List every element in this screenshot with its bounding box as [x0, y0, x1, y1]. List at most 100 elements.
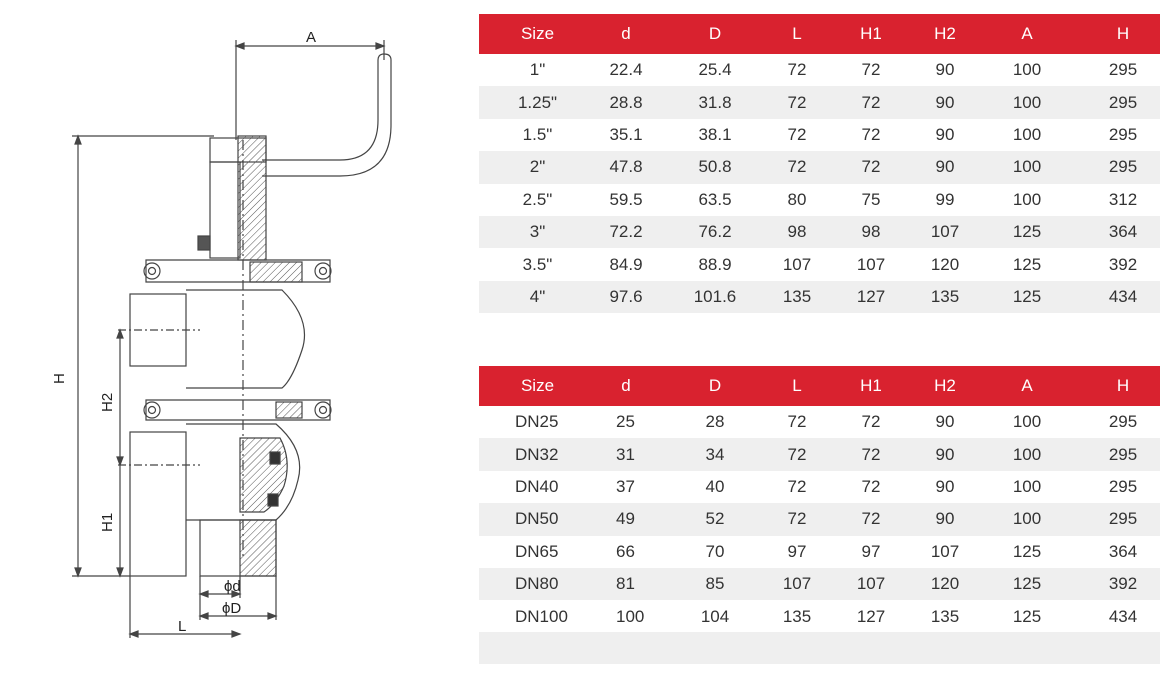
table-cell: 100 [968, 503, 1086, 536]
header-l: L [774, 14, 820, 54]
header-h2: H2 [922, 14, 968, 54]
table-cell: 434 [1086, 280, 1160, 314]
table-cell: 127 [820, 280, 922, 314]
table-cell: 90 [922, 438, 968, 471]
table-cell: 100 [596, 600, 656, 633]
table-cell: 107 [922, 535, 968, 568]
table-cell: 100 [968, 406, 1086, 439]
table-cell: 37 [596, 470, 656, 504]
inch-table-bottom-band [479, 310, 1160, 312]
table-cell: 120 [922, 567, 968, 601]
table-cell: 392 [1086, 567, 1160, 601]
table-cell: 97.6 [596, 280, 656, 314]
table-cell: 72 [820, 470, 922, 504]
table-cell: 25 [596, 406, 656, 439]
header-a: A [968, 366, 1086, 406]
table-cell: 107 [820, 248, 922, 281]
table-cell: 66 [596, 535, 656, 568]
table-cell: 125 [968, 600, 1086, 633]
table-cell: 72 [774, 406, 820, 439]
table-cell: 364 [1086, 215, 1160, 249]
table-cell: 1" [479, 54, 596, 87]
valve-technical-drawing: A H H2 H1 ϕd ϕD L [51, 29, 392, 638]
table-cell: 1.25" [479, 86, 596, 119]
header-d-small: d [596, 14, 656, 54]
table-cell: 97 [820, 535, 922, 568]
table-cell: 100 [968, 438, 1086, 471]
table-cell: 100 [968, 118, 1086, 152]
table-cell: 104 [656, 600, 774, 633]
table-cell: 2.5" [479, 183, 596, 216]
table-cell: 135 [774, 280, 820, 314]
table-cell: 90 [922, 503, 968, 536]
table-cell: 88.9 [656, 248, 774, 281]
dn-table-bottom-band [479, 632, 1160, 664]
table-cell: 63.5 [656, 183, 774, 216]
table-cell: 100 [968, 54, 1086, 87]
table-cell: 295 [1086, 151, 1160, 184]
table-cell: DN100 [479, 600, 596, 633]
table-cell: 101.6 [656, 280, 774, 314]
table-cell: 135 [922, 600, 968, 633]
handle-lever [262, 53, 392, 177]
table-cell: 80 [774, 183, 820, 216]
table-cell: 295 [1086, 438, 1160, 471]
table-cell: DN32 [479, 438, 596, 471]
table-cell: 90 [922, 86, 968, 119]
table-cell: 98 [774, 215, 820, 249]
table-cell: 120 [922, 248, 968, 281]
table-cell: 72 [774, 151, 820, 184]
table-cell: 99 [922, 183, 968, 216]
dimension-label-d-small: ϕd [224, 578, 241, 595]
table-cell: 125 [968, 280, 1086, 314]
dimension-label-h: H [51, 373, 68, 384]
table-cell: 392 [1086, 248, 1160, 281]
table-cell: 52 [656, 503, 774, 536]
header-d-large: D [656, 14, 774, 54]
table-cell: 31.8 [656, 86, 774, 119]
table-cell: 295 [1086, 470, 1160, 504]
header-h2: H2 [922, 366, 968, 406]
table-cell: 3.5" [479, 248, 596, 281]
dimension-label-d-large: ϕD [222, 600, 241, 617]
table-cell: 107 [922, 215, 968, 249]
table-cell: 364 [1086, 535, 1160, 568]
table-cell: 295 [1086, 86, 1160, 119]
header-size: Size [479, 366, 596, 406]
table-cell: 97 [774, 535, 820, 568]
table-cell: 34 [656, 438, 774, 471]
table-cell: DN80 [479, 567, 596, 601]
header-h1: H1 [820, 14, 922, 54]
table-cell: DN25 [479, 406, 596, 439]
dimension-label-a: A [306, 29, 316, 46]
table-cell: 38.1 [656, 118, 774, 152]
table-cell: 125 [968, 567, 1086, 601]
table-cell: 107 [774, 248, 820, 281]
table-cell: 295 [1086, 118, 1160, 152]
table-cell: 81 [596, 567, 656, 601]
table-cell: 107 [774, 567, 820, 601]
table-header-row: Size d D L H1 H2 A H [479, 366, 1160, 406]
header-a: A [968, 14, 1086, 54]
header-d-small: d [596, 366, 656, 406]
table-cell: 90 [922, 151, 968, 184]
table-cell: 72 [774, 438, 820, 471]
table-cell: 100 [968, 151, 1086, 184]
dimension-label-h2: H2 [99, 393, 116, 412]
table-cell: 49 [596, 503, 656, 536]
dimension-label-l: L [178, 618, 186, 635]
header-h: H [1086, 14, 1160, 54]
table-cell: 28.8 [596, 86, 656, 119]
table-cell: 72.2 [596, 215, 656, 249]
dimension-label-h1: H1 [99, 513, 116, 532]
table-cell: 135 [922, 280, 968, 314]
